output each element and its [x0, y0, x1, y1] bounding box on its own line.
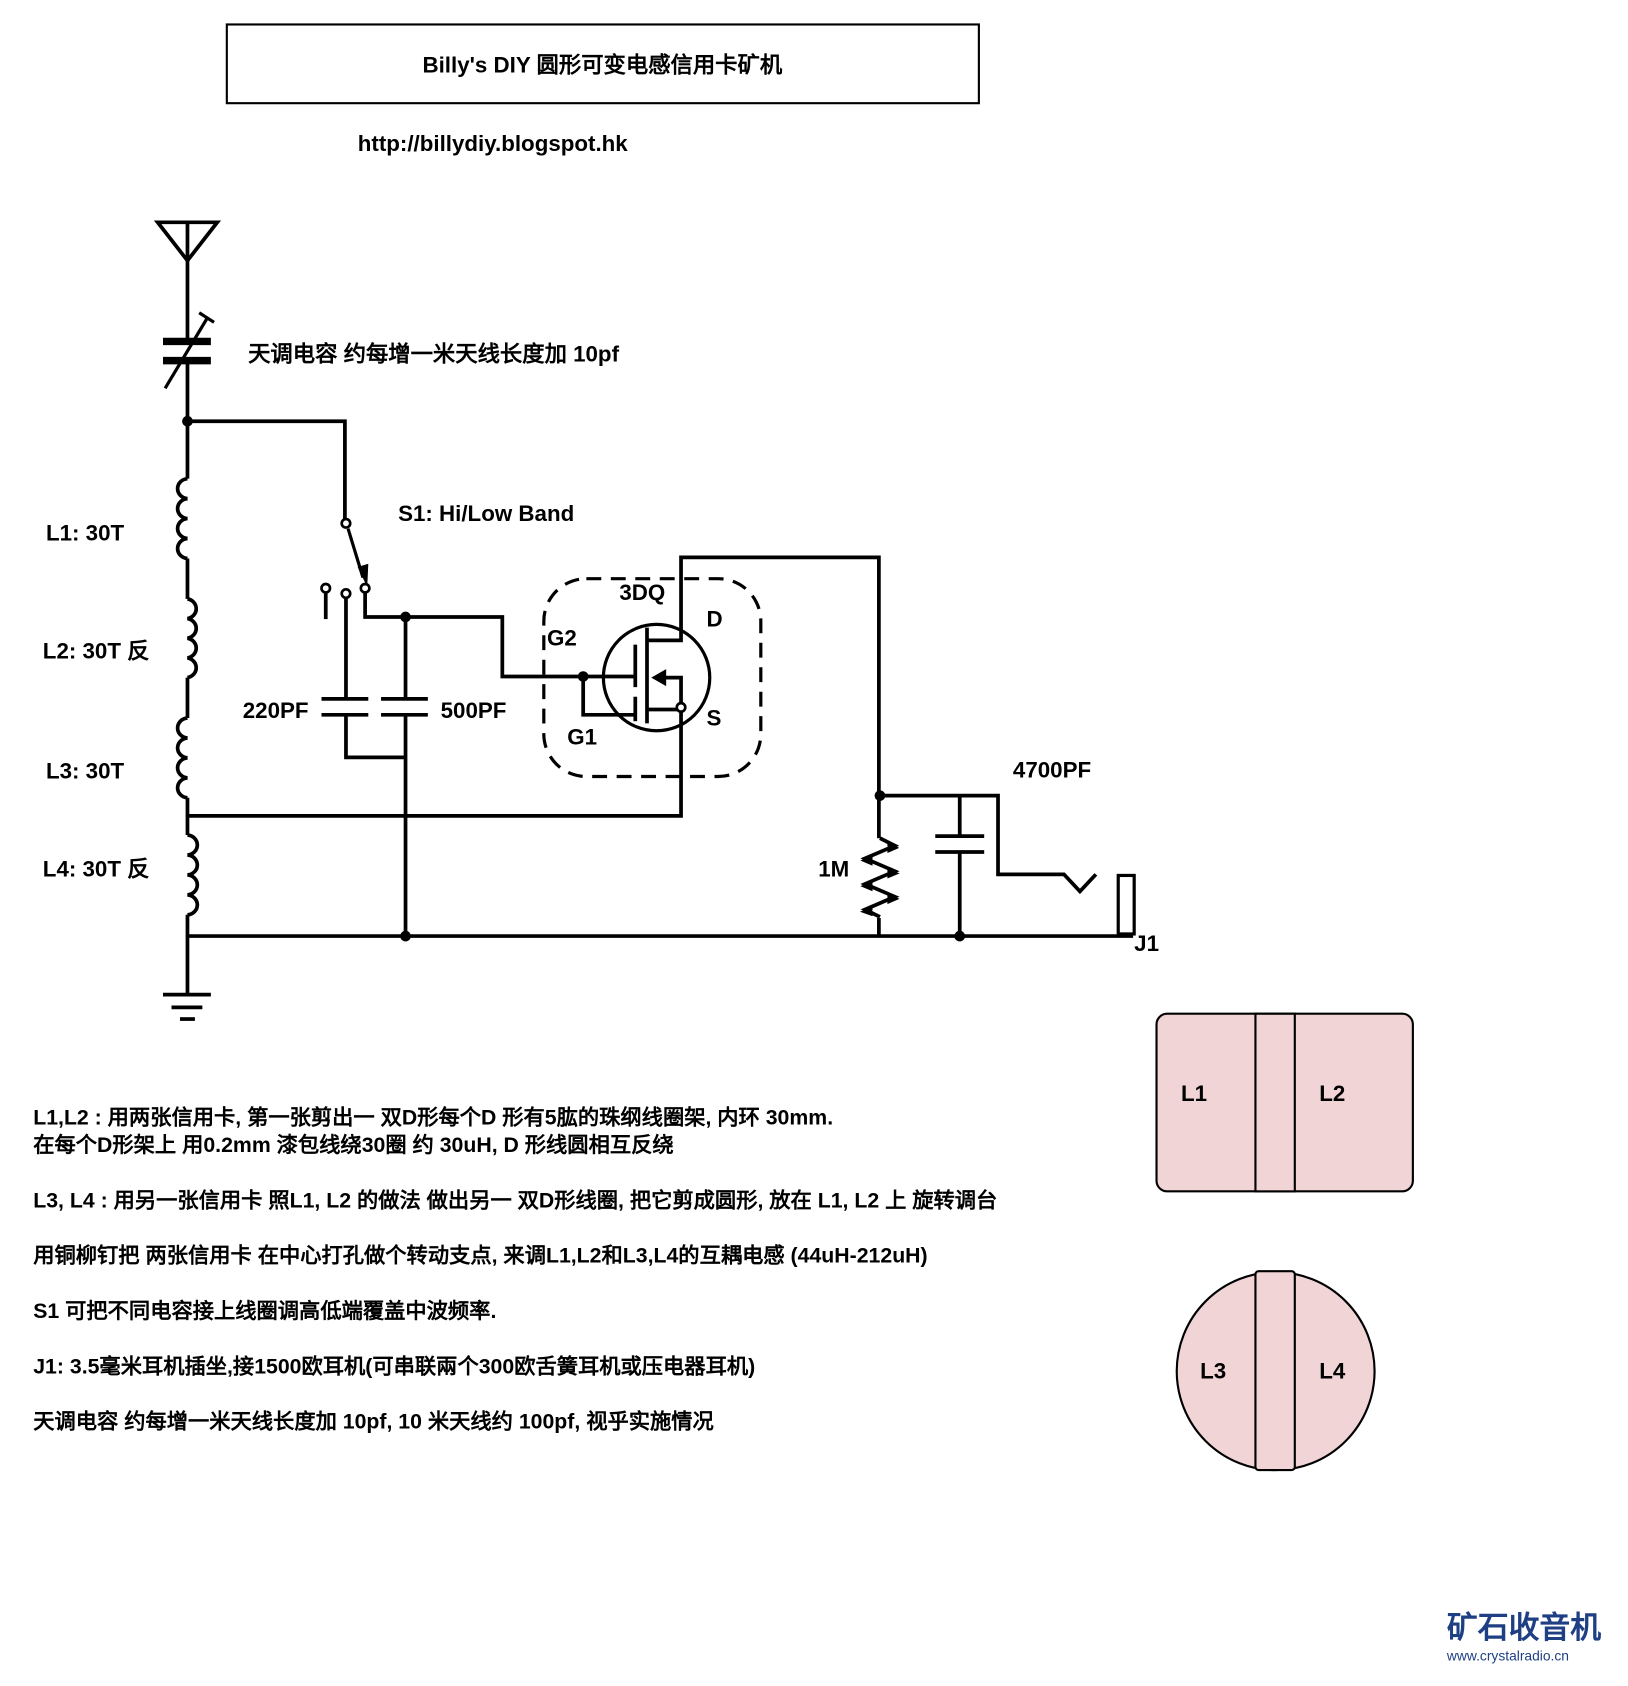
- band-switch: [182, 415, 371, 620]
- card-l3-l4: [1175, 1270, 1376, 1472]
- note-line: 在每个D形架上 用0.2mm 漆包线绕30圈 约 30uH, D 形线圆相互反绕: [33, 1132, 673, 1157]
- pin-g1-label: G1: [567, 725, 597, 750]
- resistor-icon: [860, 836, 900, 919]
- note-line: J1: 3.5毫米耳机插坐,接1500欧耳机(可串联兩个300欧舌簧耳机或压电器…: [33, 1353, 755, 1378]
- page-title: Billy's DIY 圆形可变电感信用卡矿机: [422, 51, 782, 77]
- variable-capacitor: [163, 311, 215, 390]
- site-logo: 矿石收音机: [1447, 1610, 1601, 1645]
- ground-icon: [163, 992, 211, 1021]
- site-logo-url: www.crystalradio.cn: [1446, 1647, 1569, 1663]
- cap-500-label: 500PF: [441, 698, 507, 723]
- title-box: [225, 23, 980, 105]
- coil-label-l2: L2: 30T 反: [43, 638, 150, 663]
- card-label-l2: L2: [1319, 1081, 1345, 1106]
- pin-g2-label: G2: [547, 626, 577, 651]
- resistor-label: 1M: [818, 857, 849, 882]
- note-line: S1 可把不同电容接上线圈调高低端覆盖中波频率.: [33, 1298, 496, 1323]
- note-line: L3, L4 : 用另一张信用卡 照L1, L2 的做法 做出另一 双D形线圈,…: [33, 1187, 997, 1212]
- switch-label: S1: Hi/Low Band: [398, 501, 574, 526]
- cap-4700-label: 4700PF: [1013, 758, 1091, 783]
- tuning-capacitors: [321, 592, 584, 937]
- coil-label-l4: L4: 30T 反: [43, 857, 150, 882]
- note-line: 用铜柳钉把 两张信用卡 在中心打孔做个转动支点, 来调L1,L2和L3,L4的互…: [33, 1243, 927, 1268]
- coil-label-l3: L3: 30T: [46, 759, 125, 784]
- transistor-label: 3DQ: [619, 580, 665, 605]
- antenna-cap-label: 天调电容 约每增一米天线长度加 10pf: [248, 341, 619, 367]
- card-label-l3: L3: [1200, 1359, 1226, 1384]
- antenna-icon: [153, 220, 222, 339]
- jack-label: J1: [1134, 931, 1159, 956]
- pin-d-label: D: [707, 607, 723, 632]
- output-section: [187, 790, 1136, 942]
- card-label-l1: L1: [1181, 1081, 1207, 1106]
- note-line: L1,L2 : 用两张信用卡, 第一张剪出一 双D形每个D 形有5肱的珠纲线圈架…: [33, 1104, 833, 1129]
- coil-label-l1: L1: 30T: [46, 520, 125, 545]
- blog-url: http://billydiy.blogspot.hk: [358, 131, 629, 156]
- pin-s-label: S: [707, 705, 722, 730]
- mosfet-3dq: [187, 555, 881, 937]
- cap-220-label: 220PF: [243, 698, 309, 723]
- note-line: 天调电容 约每增一米天线长度加 10pf, 10 米天线约 100pf, 视乎实…: [33, 1409, 714, 1434]
- coil-stack: [175, 361, 200, 995]
- card-label-l4: L4: [1319, 1359, 1346, 1384]
- card-l1-l2: [1155, 1012, 1414, 1193]
